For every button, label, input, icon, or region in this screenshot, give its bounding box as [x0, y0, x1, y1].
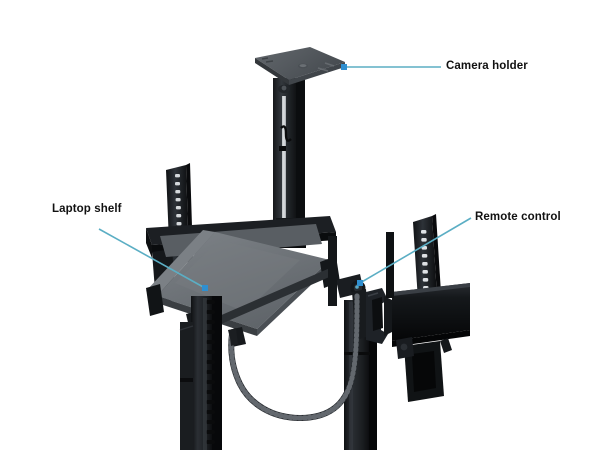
- leader-line-remote-control: [359, 217, 472, 284]
- leader-dot-remote-control: [357, 280, 363, 286]
- lower-display-bracket: [396, 337, 452, 402]
- leader-dot-laptop-shelf: [202, 285, 208, 291]
- laptop-shelf-tray: [146, 224, 340, 347]
- callout-label-laptop-shelf: Laptop shelf: [52, 203, 122, 215]
- leader-line-laptop-shelf: [98, 228, 206, 289]
- camera-mount-plate: [255, 47, 345, 93]
- leader-dot-camera-holder: [341, 64, 347, 70]
- coiled-spiral-cable: [228, 293, 360, 422]
- left-perforated-lift-column: [179, 296, 222, 450]
- callout-label-camera-holder: Camera holder: [446, 60, 528, 72]
- callout-label-remote-control: Remote control: [475, 211, 561, 223]
